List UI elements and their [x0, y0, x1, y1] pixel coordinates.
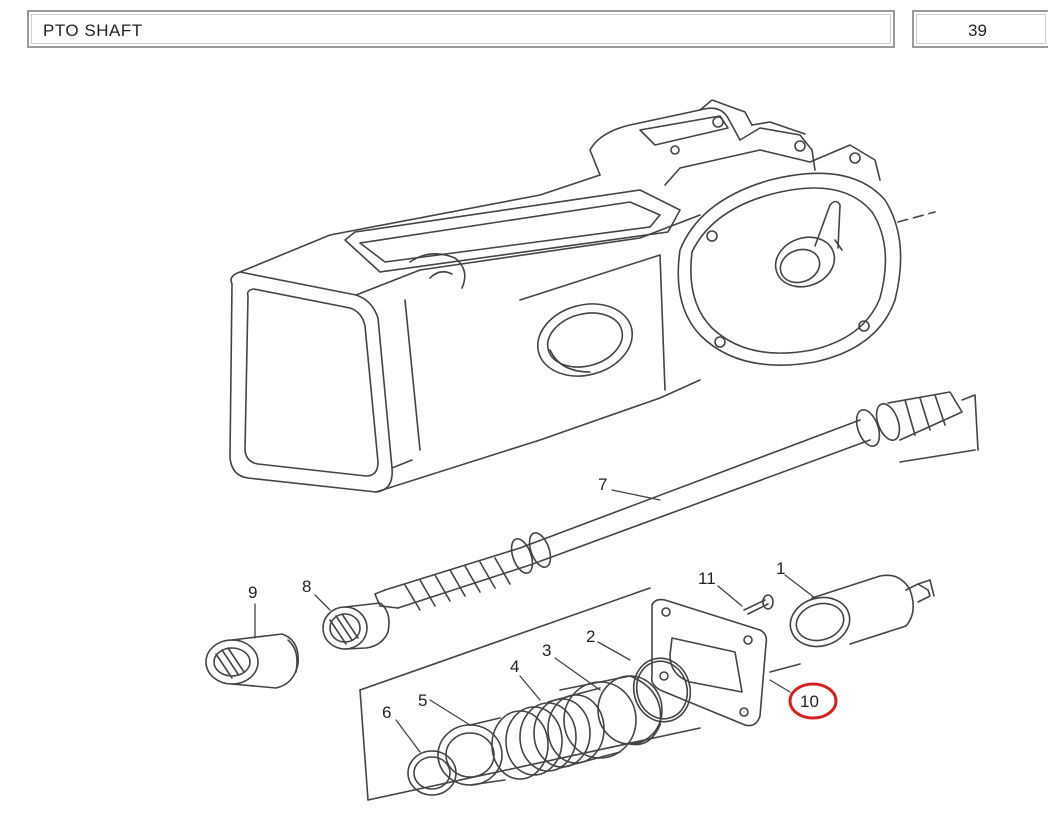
- part-8-bearing: [322, 602, 390, 650]
- page-number-box: 39: [912, 10, 1048, 48]
- part-10-plate: [650, 598, 768, 727]
- callout-4: 4: [510, 657, 519, 676]
- callout-labels: 9 8 7 11 1 2 3 4 5 6 10: [248, 475, 838, 722]
- pto-shaft: [374, 391, 979, 611]
- callout-1: 1: [776, 559, 785, 578]
- transmission-housing: [229, 99, 936, 493]
- callout-5: 5: [418, 691, 427, 710]
- callout-6: 6: [382, 703, 391, 722]
- part-11-bolt: [743, 594, 774, 615]
- callout-11: 11: [698, 569, 716, 588]
- callout-8: 8: [302, 577, 311, 596]
- callout-7: 7: [598, 475, 607, 494]
- exploded-view-frame: [359, 587, 801, 801]
- highlight-circle: [788, 682, 838, 720]
- page-number: 39: [968, 21, 987, 40]
- callout-2: 2: [586, 627, 595, 646]
- title-box: PTO SHAFT: [27, 10, 895, 48]
- part-9-bushing: [205, 633, 299, 689]
- page-title: PTO SHAFT: [43, 21, 143, 40]
- callout-3: 3: [542, 641, 551, 660]
- part-2-o-ring: [632, 657, 692, 723]
- clutch-pack: [407, 675, 663, 796]
- callout-10: 10: [800, 692, 819, 711]
- callout-9: 9: [248, 583, 257, 602]
- leader-lines: [254, 489, 816, 753]
- part-1-sleeve: [789, 574, 935, 648]
